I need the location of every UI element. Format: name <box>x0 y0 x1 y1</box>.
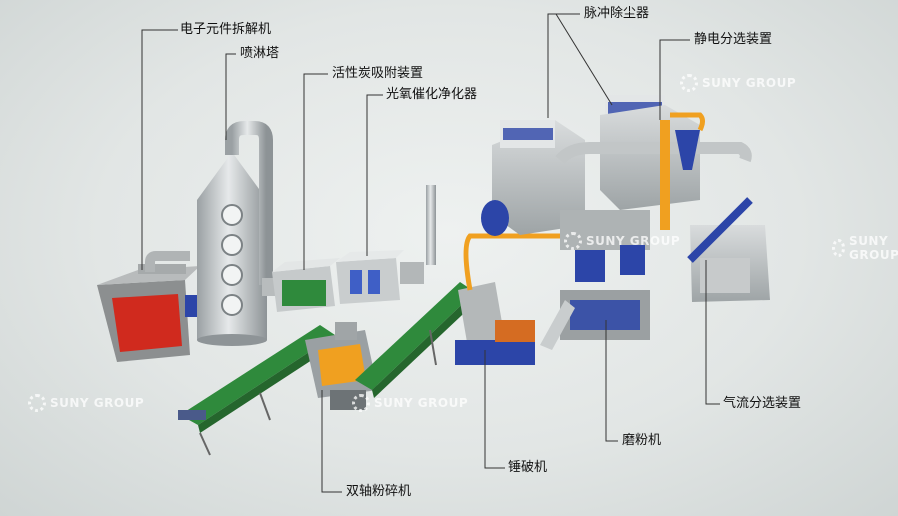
gear-icon <box>832 239 846 257</box>
watermark-logo: SUNY GROUP <box>564 232 680 250</box>
gear-icon <box>564 232 582 250</box>
photo-oxygen-purifier <box>336 185 436 304</box>
label-twin-shaft: 双轴粉碎机 <box>346 484 412 499</box>
label-activated-carbon: 活性炭吸附装置 <box>332 66 424 81</box>
label-pulse-dust: 脉冲除尘器 <box>584 6 650 21</box>
conveyor-right <box>355 282 478 398</box>
label-airflow-separator: 气流分选装置 <box>723 396 802 411</box>
watermark-logo: SUNY GROUP <box>832 234 898 262</box>
label-electrostatic: 静电分选装置 <box>694 32 773 47</box>
electrostatic-separator <box>660 112 705 230</box>
label-hammer-crusher: 锤破机 <box>508 460 548 475</box>
label-component-dismantler: 电子元件拆解机 <box>180 22 272 37</box>
gear-icon <box>352 394 370 412</box>
gear-icon <box>28 394 46 412</box>
label-grinder: 磨粉机 <box>622 433 662 448</box>
conveyor-left <box>178 325 338 456</box>
hammer-crusher <box>455 233 560 365</box>
watermark-logo: SUNY GROUP <box>680 74 796 92</box>
watermark-logo: SUNY GROUP <box>352 394 468 412</box>
pulse-dust-collector <box>481 95 752 236</box>
label-photo-oxygen: 光氧催化净化器 <box>386 87 478 102</box>
label-spray-tower: 喷淋塔 <box>240 46 280 61</box>
airflow-separator <box>687 197 770 302</box>
watermark-logo: SUNY GROUP <box>28 394 144 412</box>
grinder-mill <box>540 210 650 350</box>
gear-icon <box>680 74 698 92</box>
component-dismantler <box>97 264 200 362</box>
activated-carbon-unit <box>272 258 340 312</box>
